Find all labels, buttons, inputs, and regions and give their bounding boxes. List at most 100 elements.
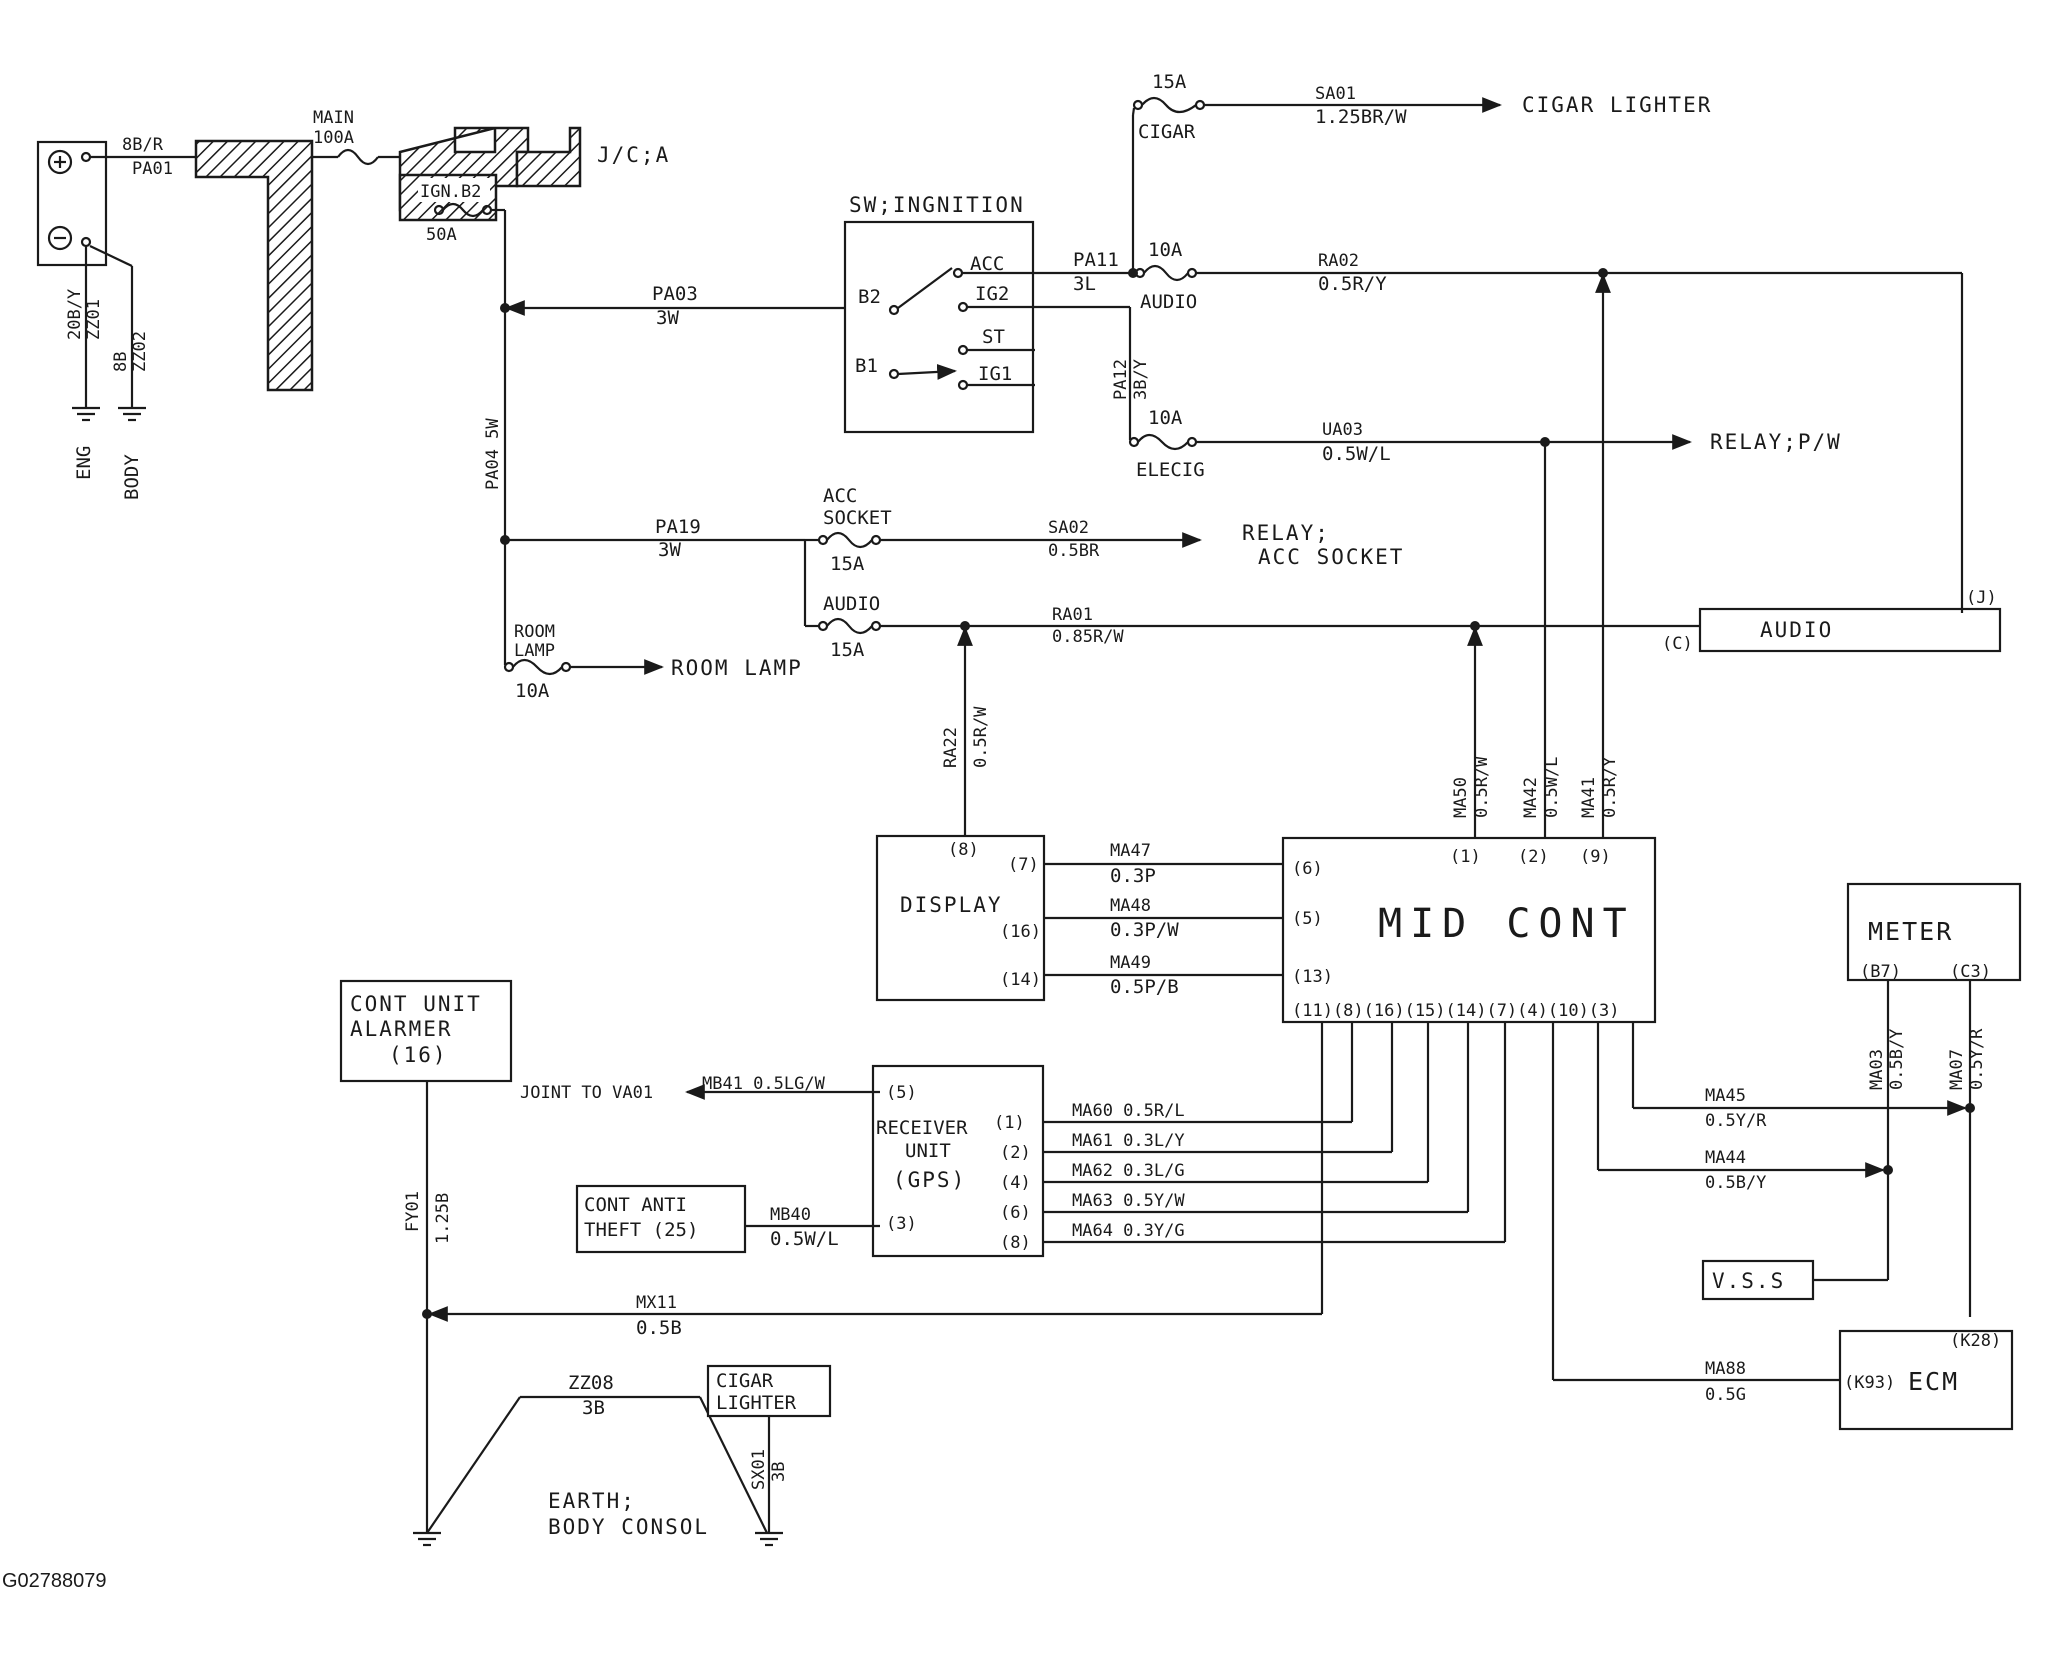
- meter-label: METER: [1868, 917, 1953, 946]
- wire-zz08-label: ZZ08: [568, 1372, 614, 1394]
- wire-pa01-label: 8B/R: [122, 135, 164, 155]
- wire-ma45-label: MA45: [1705, 1086, 1746, 1106]
- wire-sa01-label: SA01: [1315, 84, 1356, 104]
- wire-sa02-label: SA02: [1048, 518, 1089, 538]
- wire-ma50-label: MA50: [1451, 777, 1471, 818]
- wire-ma64-label: MA64 0.3Y/G: [1072, 1221, 1185, 1241]
- ignition-switch-title: SW;INGNITION: [849, 193, 1025, 217]
- alarmer-line2: ALARMER: [350, 1017, 453, 1041]
- wire-ma88-size: 0.5G: [1705, 1385, 1746, 1405]
- wire-pa11-label: PA11: [1073, 249, 1119, 271]
- ground-eng: [72, 246, 100, 422]
- receiver-line1: RECEIVER: [876, 1117, 968, 1139]
- wire-ma88-label: MA88: [1705, 1359, 1746, 1379]
- wire-ma07-size: 0.5Y/R: [1967, 1028, 1987, 1090]
- ground-body: [89, 245, 146, 422]
- wire-ma07-label: MA07: [1947, 1049, 1967, 1090]
- wire-ma41-label: MA41: [1579, 777, 1599, 818]
- dest-cigar-lighter: CIGAR LIGHTER: [1522, 93, 1712, 117]
- mid-pin-2: (2): [1518, 847, 1549, 867]
- wire-ma03-label: MA03: [1867, 1049, 1887, 1090]
- fuse-main-name: MAIN: [313, 108, 354, 128]
- wire-ra02-size: 0.5R/Y: [1318, 273, 1387, 295]
- wire-ma45-size: 0.5Y/R: [1705, 1111, 1767, 1131]
- ecm-label: ECM: [1908, 1367, 1959, 1396]
- fuse-acc-socket-rating: 15A: [830, 553, 865, 575]
- receiver-pin-2: (2): [1000, 1143, 1031, 1163]
- dest-relay-acc-1: RELAY;: [1242, 521, 1330, 545]
- anti-theft-line2: THEFT (25): [584, 1219, 698, 1241]
- wire-ma49-label: MA49: [1110, 953, 1151, 973]
- wire-zz08-size: 3B: [582, 1397, 605, 1419]
- battery-busbar: [194, 139, 314, 392]
- wire-sa01-size: 1.25BR/W: [1315, 106, 1407, 128]
- wire-ma63-label: MA63 0.5Y/W: [1072, 1191, 1185, 1211]
- receiver-line3: (GPS): [893, 1168, 966, 1192]
- wire-pa19-size: 3W: [658, 539, 681, 561]
- fuse-audio2-rating: 15A: [830, 639, 865, 661]
- fuse-main-rating: 100A: [313, 128, 354, 148]
- wire-ma48-label: MA48: [1110, 896, 1151, 916]
- receiver-line2: UNIT: [905, 1140, 951, 1162]
- receiver-unit: [871, 1064, 1045, 1258]
- receiver-pin-5: (5): [886, 1083, 917, 1103]
- wire-sa02-size: 0.5BR: [1048, 541, 1100, 561]
- wire-pa03-size: 3W: [656, 307, 679, 329]
- fuse-ign-b2-symbol: [442, 202, 484, 218]
- wire-pa19-label: PA19: [655, 516, 701, 538]
- wire-ma42-size: 0.5W/L: [1542, 757, 1562, 818]
- cont-anti-theft: [575, 1184, 747, 1254]
- fuse-room-lamp-name2: LAMP: [514, 641, 555, 661]
- fuse-audio2-name: AUDIO: [823, 593, 880, 615]
- mid-pin-9: (9): [1580, 847, 1611, 867]
- receiver-pin-4: (4): [1000, 1173, 1031, 1193]
- fuse-elecig-symbol: [1137, 433, 1189, 451]
- wire-ma42-label: MA42: [1521, 777, 1541, 818]
- dest-joint-va01: JOINT TO VA01: [520, 1083, 653, 1103]
- fuse-elecig-rating: 10A: [1148, 407, 1183, 429]
- dest-relay-acc-2: ACC SOCKET: [1258, 545, 1404, 569]
- vss-label: V.S.S: [1712, 1269, 1785, 1293]
- fuse-ign-b2-rating: 50A: [426, 225, 457, 245]
- cont-unit-alarmer: [339, 979, 513, 1083]
- ignsw-ig2: IG2: [975, 283, 1009, 305]
- ground-body-label: BODY: [121, 454, 143, 500]
- wire-ma41-size: 0.5R/Y: [1600, 757, 1620, 818]
- mid-cont-label: MID CONT: [1378, 901, 1635, 947]
- wire-ma44-label: MA44: [1705, 1148, 1746, 1168]
- wire-mx11-label: MX11: [636, 1293, 677, 1313]
- alarmer-line1: CONT UNIT: [350, 992, 482, 1016]
- mid-pin-5: (5): [1292, 909, 1323, 929]
- ground-earth: [755, 1531, 783, 1547]
- wire-ma44-size: 0.5B/Y: [1705, 1173, 1766, 1193]
- earth-line2: BODY CONSOL: [548, 1515, 709, 1539]
- fuse-audio-name: AUDIO: [1140, 291, 1197, 313]
- ignsw-ig1: IG1: [978, 363, 1012, 385]
- wire-sx01-label: SX01: [749, 1449, 769, 1490]
- wire-ra22-size: 0.5R/W: [971, 706, 991, 768]
- wire-ra02-label: RA02: [1318, 251, 1359, 271]
- meter-pin-b7: (B7): [1860, 962, 1901, 982]
- ecm-pin-k93: (K93): [1844, 1373, 1895, 1393]
- display-pin-7: (7): [1008, 855, 1039, 875]
- fuse-room-lamp-symbol: [512, 658, 563, 676]
- wire-zz02-label: 8B: [111, 352, 131, 372]
- ignsw-st: ST: [982, 326, 1005, 348]
- mid-pin-1: (1): [1450, 847, 1481, 867]
- wire-ma47-size: 0.3P: [1110, 865, 1156, 887]
- wire-ma60-label: MA60 0.5R/L: [1072, 1101, 1185, 1121]
- wire-fy01-label: FY01: [403, 1191, 423, 1232]
- fuse-acc-socket-name1: ACC: [823, 485, 857, 507]
- wire-pa03-label: PA03: [652, 283, 698, 305]
- fuse-cigar-name: CIGAR: [1138, 121, 1196, 143]
- wire-pa11-size: 3L: [1073, 273, 1096, 295]
- anti-theft-line1: CONT ANTI: [584, 1194, 687, 1216]
- audio-unit: [1698, 607, 2002, 653]
- wire-ma49-size: 0.5P/B: [1110, 976, 1179, 998]
- display-pin-16: (16): [1000, 922, 1041, 942]
- ecm-pin-k28: (K28): [1950, 1331, 2001, 1351]
- receiver-pin-1: (1): [994, 1113, 1025, 1133]
- display-unit: [875, 834, 1046, 1002]
- wire-ma62-label: MA62 0.3L/G: [1072, 1161, 1185, 1181]
